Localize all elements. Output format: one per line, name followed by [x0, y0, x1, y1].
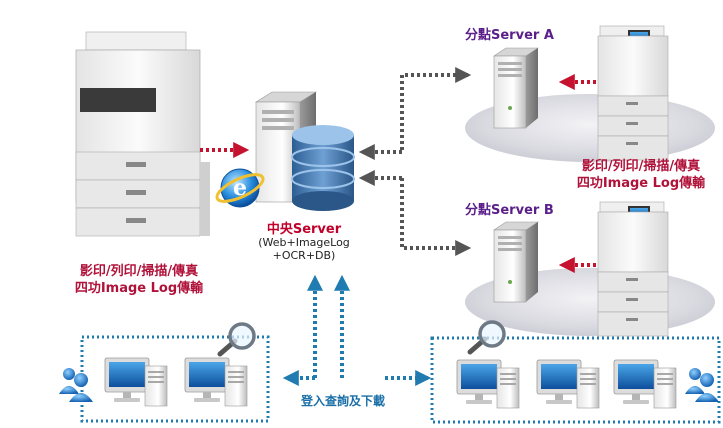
branch-b-server-icon [493, 221, 539, 303]
ie-browser-icon: e [215, 168, 265, 208]
magnifier-icon [220, 324, 254, 354]
branch-a-title: 分點Server A [465, 28, 554, 43]
main-copier-caption-line1: 影印/列印/掃描/傳真 [79, 264, 199, 279]
magnifier-icon [470, 322, 504, 352]
workstation-icon [456, 359, 520, 409]
right-client-group-box [430, 336, 721, 424]
center-server-subtitle-line2: +OCR+DB) [272, 249, 336, 262]
center-server-subtitle-line1: (Web+ImageLog [258, 236, 350, 249]
branch-b-copier-icon [597, 201, 669, 337]
users-icon [685, 368, 719, 402]
branch-a-server-icon [493, 47, 539, 129]
branch-a-caption-line1: 影印/列印/掃描/傳真 [581, 159, 701, 174]
center-server-subtitle: (Web+ImageLog +OCR+DB) [234, 236, 374, 262]
branch-a-copier-icon [597, 25, 669, 161]
branch-b-title: 分點Server B [465, 203, 554, 218]
users-icon [59, 368, 93, 402]
main-copier-caption-line2: 四功Image Log傳輸 [74, 281, 204, 296]
main-copier-caption: 影印/列印/掃描/傳真 四功Image Log傳輸 [64, 263, 214, 297]
branch-a-caption-line2: 四功Image Log傳輸 [576, 176, 706, 191]
svg-text:e: e [233, 175, 247, 201]
main-copier-icon [75, 31, 210, 237]
workstation-icon [613, 359, 677, 409]
workstation-icon [104, 357, 168, 407]
arrow-center-to-branch-a [400, 67, 472, 150]
arrow-center-to-branch-b [400, 178, 472, 256]
login-query-label: 登入查詢及下載 [298, 392, 389, 409]
database-icon [291, 125, 355, 211]
workstation-icon [184, 357, 248, 407]
center-server-title: 中央Server [266, 222, 342, 237]
workstation-icon [536, 359, 600, 409]
branch-a-caption: 影印/列印/掃描/傳真 四功Image Log傳輸 [566, 158, 716, 192]
